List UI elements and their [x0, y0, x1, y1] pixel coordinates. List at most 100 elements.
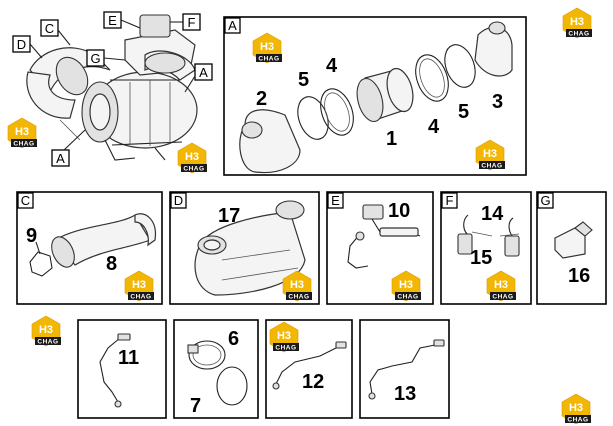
svg-text:7: 7 [190, 395, 201, 417]
svg-text:9: 9 [26, 225, 37, 247]
svg-text:17: 17 [218, 205, 240, 227]
svg-text:H3: H3 [15, 126, 29, 138]
box-a-label: A [224, 17, 241, 34]
svg-text:A: A [199, 65, 208, 80]
box-a [223, 16, 527, 176]
svg-text:D: D [17, 37, 26, 52]
box-e-label: E [327, 192, 344, 209]
tag-d-overview: D [12, 35, 43, 59]
box-d-label: D [170, 192, 187, 209]
tag-a-overview-bottom: A [51, 129, 86, 167]
svg-text:2: 2 [256, 88, 267, 110]
svg-text:H3: H3 [483, 148, 497, 160]
svg-text:4: 4 [428, 116, 440, 138]
svg-text:H3: H3 [569, 402, 583, 414]
box-e [326, 191, 434, 305]
svg-text:1: 1 [386, 128, 397, 150]
svg-text:E: E [108, 13, 117, 28]
logo-box-a-left: H3 CHAG [252, 32, 283, 64]
tag-g-overview: G [86, 49, 126, 67]
logo-bottom-right: H3 CHAG [561, 393, 592, 425]
part-12-drawing [272, 341, 347, 390]
svg-text:D: D [174, 193, 183, 208]
box-11 [77, 319, 167, 419]
svg-text:8: 8 [106, 253, 117, 275]
tag-a-overview-right: A [184, 63, 213, 93]
svg-text:CHAG: CHAG [37, 339, 58, 346]
box-d-parts [194, 200, 306, 296]
part-11-drawing [99, 333, 131, 408]
box-d [169, 191, 320, 305]
svg-text:14: 14 [481, 203, 504, 225]
logo-box-c: H3 CHAG [124, 270, 155, 302]
svg-text:A: A [56, 151, 65, 166]
logo-box-d: H3 CHAG [282, 270, 313, 302]
box-6-7 [173, 319, 259, 419]
logo-overview: H3 CHAG [7, 117, 38, 149]
svg-text:F: F [446, 193, 454, 208]
svg-text:3: 3 [492, 91, 503, 113]
svg-text:CHAG: CHAG [13, 141, 34, 148]
box-f-parts [457, 214, 520, 257]
svg-text:CHAG: CHAG [130, 294, 151, 301]
svg-text:C: C [45, 21, 54, 36]
logo-box-12: H3 CHAG [269, 321, 300, 353]
svg-text:CHAG: CHAG [567, 417, 588, 424]
box-a-parts [239, 21, 513, 174]
svg-text:C: C [21, 193, 30, 208]
svg-text:CHAG: CHAG [492, 294, 513, 301]
svg-text:F: F [188, 15, 196, 30]
box-g-label: G [537, 192, 554, 209]
logo-top-right: H3 CHAG [562, 7, 593, 39]
box-f [440, 191, 532, 305]
svg-text:4: 4 [326, 55, 338, 77]
svg-text:G: G [540, 193, 550, 208]
svg-text:5: 5 [298, 69, 309, 91]
logo-box-f: H3 CHAG [486, 270, 517, 302]
svg-text:13: 13 [394, 383, 416, 405]
svg-text:CHAG: CHAG [397, 294, 418, 301]
svg-text:CHAG: CHAG [288, 294, 309, 301]
assembly-overview [26, 14, 198, 161]
svg-text:H3: H3 [570, 16, 584, 28]
svg-text:H3: H3 [494, 279, 508, 291]
svg-text:CHAG: CHAG [258, 56, 279, 63]
svg-text:CHAG: CHAG [481, 163, 502, 170]
box-f-label: F [441, 192, 458, 209]
logo-box-e: H3 CHAG [391, 270, 422, 302]
part-13-drawing [368, 339, 445, 400]
svg-text:H3: H3 [277, 330, 291, 342]
tag-c-overview: C [40, 19, 71, 46]
svg-text:CHAG: CHAG [183, 166, 204, 173]
box-c-label: C [17, 192, 34, 209]
box-g [536, 191, 607, 305]
box-c-parts [29, 213, 157, 277]
svg-text:11: 11 [118, 347, 139, 369]
svg-text:H3: H3 [185, 151, 199, 163]
svg-text:A: A [228, 18, 237, 33]
svg-text:CHAG: CHAG [568, 31, 589, 38]
logo-bottom-left: H3 CHAG [31, 315, 62, 347]
svg-text:12: 12 [302, 371, 324, 393]
box-e-parts [347, 204, 421, 269]
svg-text:H3: H3 [39, 324, 53, 336]
svg-text:16: 16 [568, 265, 590, 287]
logo-overview-center: H3 CHAG [177, 142, 208, 174]
svg-text:H3: H3 [290, 279, 304, 291]
svg-text:E: E [331, 193, 340, 208]
svg-text:H3: H3 [399, 279, 413, 291]
svg-text:6: 6 [228, 328, 239, 350]
svg-text:G: G [90, 51, 100, 66]
box-g-parts [554, 221, 593, 259]
svg-text:10: 10 [388, 200, 410, 222]
box-c [16, 191, 163, 305]
tag-f-overview: F [170, 13, 201, 31]
svg-text:CHAG: CHAG [275, 345, 296, 352]
svg-text:H3: H3 [132, 279, 146, 291]
svg-text:H3: H3 [260, 41, 274, 53]
tag-e-overview: E [103, 11, 141, 29]
logo-box-a-right: H3 CHAG [475, 139, 506, 171]
svg-text:5: 5 [458, 101, 469, 123]
box-12 [265, 319, 353, 419]
